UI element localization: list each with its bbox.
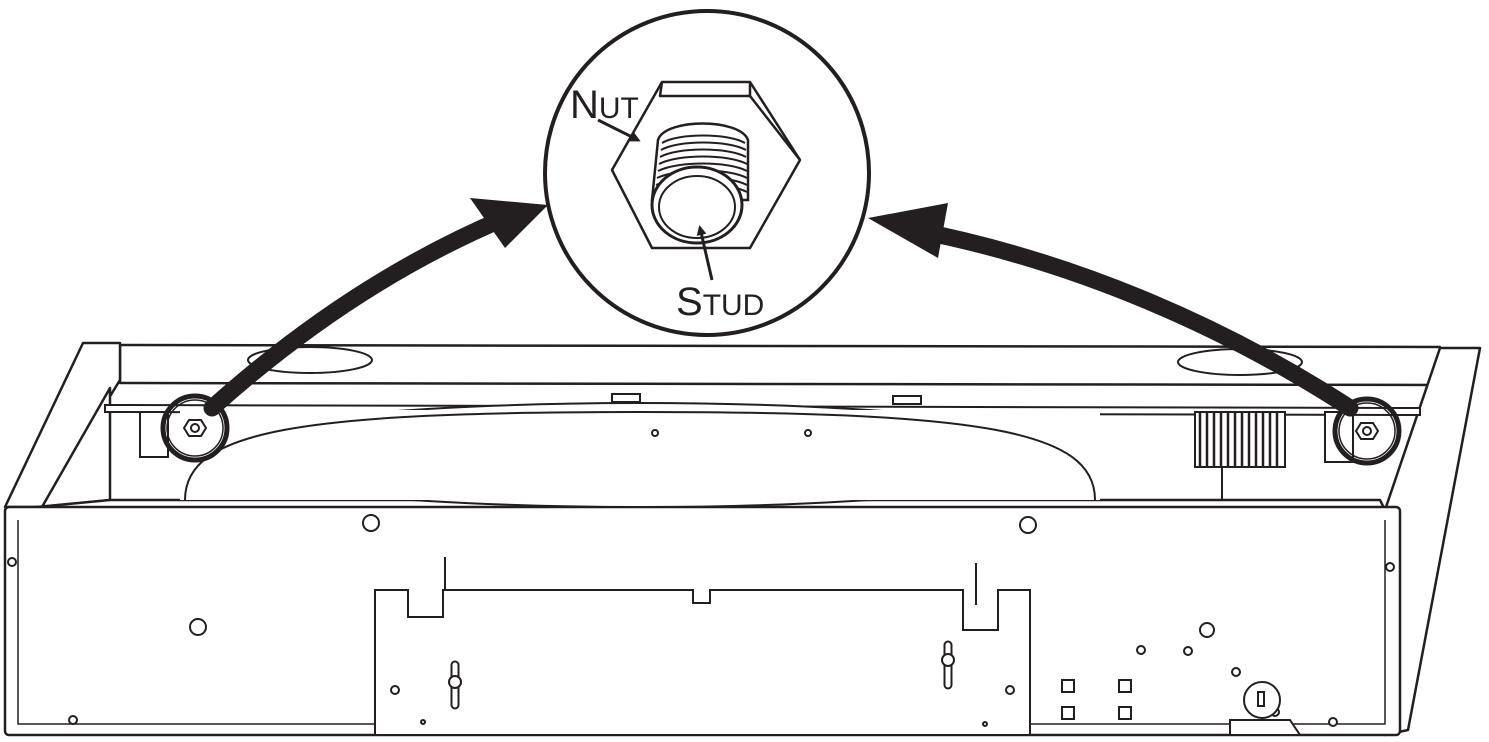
stud-label: STUD	[676, 280, 764, 324]
front-hole	[189, 618, 207, 636]
curved-arrow-left-icon	[203, 198, 548, 417]
mounting-plate	[374, 589, 1031, 736]
threaded-stud-icon	[650, 122, 750, 245]
nut-pointer	[597, 118, 641, 142]
curved-arrow-right-icon	[868, 203, 1359, 417]
front-hole	[1019, 516, 1037, 534]
magnifier-circle-icon: NUT STUD	[543, 9, 871, 337]
fan-wheel	[1194, 411, 1286, 500]
stud-highlight-right	[1332, 396, 1402, 466]
nut-label: NUT	[570, 83, 639, 127]
front-panel-details	[7, 514, 1395, 736]
stud-highlight-left	[160, 393, 230, 463]
front-hole	[362, 514, 380, 532]
interior	[104, 346, 1421, 508]
stud-pointer	[696, 225, 714, 281]
